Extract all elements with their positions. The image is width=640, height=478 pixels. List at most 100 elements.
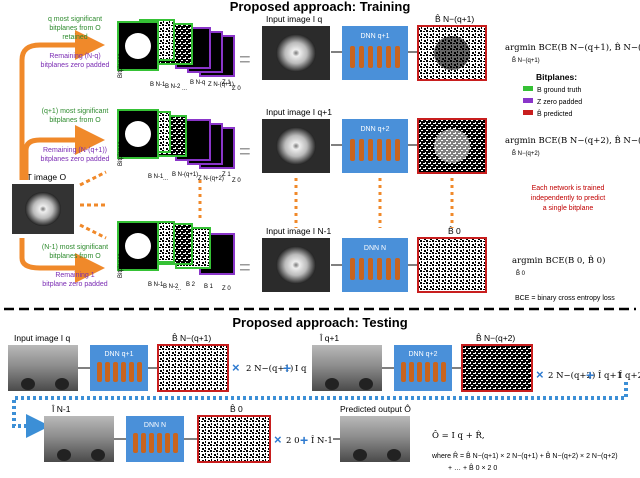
- row2-bitplanes-label: Bitplanes: [118, 141, 124, 166]
- row1-plane-flower: [125, 33, 151, 59]
- row2-input: Input image I q+1: [262, 107, 332, 173]
- row3-bit-labels: B N-1 B N-2 ... B 2 B 1 Z 0: [148, 282, 231, 292]
- test-row1-input2-label: Î q+1: [319, 333, 339, 343]
- layer: [368, 139, 373, 161]
- test-row1-wheel-b: [55, 378, 69, 390]
- layer: [395, 139, 400, 161]
- row3-input-flower: [276, 246, 316, 284]
- dash-arrow-1: [79, 170, 107, 187]
- equals-row2: =: [239, 141, 251, 163]
- test-pred-label: Predicted output Ô: [340, 404, 411, 414]
- test-out-2-plane: [461, 344, 533, 392]
- row1-bit-labels: B N-1 B N-2 ... B N-q Z N-(q+1) Z 1 Z 0: [150, 80, 241, 92]
- row1-loss: argmin BCE(B N−(q+1), B̂ N−(q+1)): [505, 41, 640, 53]
- test-dnn-1-label: DNN q+1: [105, 351, 134, 358]
- layer: [350, 258, 355, 280]
- row1-bit-label-6: Z 0: [232, 86, 241, 92]
- layer: [157, 433, 162, 453]
- testing-title: Proposed approach: Testing: [232, 315, 407, 330]
- row2-bit-label-1: ...: [163, 176, 168, 182]
- row3-pad-2: bitplane zero padded: [42, 281, 107, 288]
- row1-bit-label-5: Z 1: [222, 80, 231, 86]
- legend-title: Bitplanes:: [536, 72, 577, 82]
- row3-output-label: B̂ 0: [448, 226, 461, 236]
- row2-bit-labels: B N-1 ... B N-(q+1) Z N-(q+2) Z 1 Z 0: [148, 172, 241, 184]
- dnn-row3-layers: [350, 258, 400, 280]
- arrow-gt-row2: [23, 125, 105, 180]
- row3-bitplane-stack: Bitplanes: [117, 221, 235, 278]
- row1-pad-1: Remaining (N-q): [49, 53, 100, 60]
- test-row1-car2-wheel-a: [325, 378, 339, 390]
- layer: [359, 46, 364, 68]
- test-row2-wheel-b: [91, 449, 105, 461]
- row3-retain-2: bitplanes from O: [49, 253, 101, 260]
- test-out-3-label: B̂ 0: [230, 404, 243, 414]
- row1-retain-2: bitplanes from O: [49, 25, 101, 32]
- row3-input-label: Input image I N-1: [266, 226, 331, 236]
- test-dnn-2-label: DNN q+2: [409, 351, 438, 358]
- row2-bit-label-4: Z 1: [222, 172, 231, 178]
- test-out-3: B̂ 0: [197, 404, 271, 463]
- test-equation-3: + … + B̂ 0 × 2 0: [448, 464, 497, 472]
- layer: [129, 362, 134, 382]
- row2-bit-label-3: Z N-(q+2): [198, 176, 224, 182]
- test-row1-input: Input image I q: [8, 333, 78, 391]
- row3-bitplanes-label: Bitplanes: [118, 253, 124, 278]
- test-out-1: B̂ N−(q+1): [157, 333, 229, 392]
- row3-bit-label-0: B N-1: [148, 282, 164, 288]
- plus-icon-1: +: [283, 360, 291, 376]
- layer: [368, 46, 373, 68]
- layer: [433, 362, 438, 382]
- row1-bit-label-1: B N-2: [165, 84, 181, 90]
- row3-plane-flower: [125, 233, 151, 259]
- row2-output: [417, 118, 487, 174]
- layer: [395, 258, 400, 280]
- layer: [173, 433, 178, 453]
- test-mult-1: 2 N−(q+1): [246, 363, 293, 374]
- row2-bit-label-0: B N-1: [148, 174, 164, 180]
- equals-row1: =: [239, 49, 251, 71]
- layer: [395, 46, 400, 68]
- layer: [97, 362, 102, 382]
- equals-row3: =: [239, 257, 251, 279]
- dash-arrow-3: [79, 223, 107, 240]
- arrow-gt-row3: [19, 238, 105, 283]
- row1-bit-label-0: B N-1: [150, 82, 166, 88]
- test-mult-3: 2 0: [286, 436, 300, 446]
- test-out-1-label: B̂ N−(q+1): [172, 333, 211, 343]
- row3-loss-sub: B̂ 0: [516, 270, 526, 277]
- row2-pad-2: bitplanes zero padded: [41, 156, 110, 163]
- times-icon-3: ×: [274, 432, 282, 447]
- legend-swatch-1: [523, 98, 533, 103]
- layer: [377, 46, 382, 68]
- row3-input: Input image I N-1: [262, 226, 331, 292]
- row2-retain-2: bitplanes from O: [49, 117, 101, 124]
- layer: [425, 362, 430, 382]
- test-row1-car2-wheel-b: [359, 378, 373, 390]
- row1-bit-label-3: B N-q: [190, 80, 205, 86]
- test-result-2: Î q+2: [619, 369, 640, 381]
- legend-swatch-2: [523, 110, 533, 115]
- dnn-row1-layers: [350, 46, 400, 68]
- note-line-1: independently to predict: [531, 195, 605, 202]
- row2-input-flower: [276, 127, 316, 165]
- test-row2-wheel-a: [57, 449, 71, 461]
- bce-note: BCE = binary cross entropy loss: [515, 295, 615, 302]
- row1-input: Input image I q: [262, 14, 330, 80]
- row1-retain-1: q most significant: [48, 16, 102, 23]
- row2-retain-1: (q+1) most significant: [42, 108, 109, 115]
- test-row1-input2: Î q+1: [312, 333, 382, 391]
- row1-bitplanes-label: Bitplanes: [118, 53, 124, 78]
- test-row1-wheel-a: [21, 378, 35, 390]
- test-pred-wheel-b: [387, 449, 401, 461]
- note-line-0: Each network is trained: [532, 185, 605, 192]
- layer: [377, 139, 382, 161]
- row3-bit-label-2: ...: [176, 286, 181, 292]
- layer: [386, 46, 391, 68]
- plus-icon-2: +: [586, 367, 594, 383]
- row1-bit-label-2: ...: [182, 86, 187, 92]
- gt-flower: [25, 192, 61, 226]
- row1-text: q most significant bitplanes from O reta…: [41, 16, 110, 69]
- row3-bit-label-5: Z 0: [222, 286, 231, 292]
